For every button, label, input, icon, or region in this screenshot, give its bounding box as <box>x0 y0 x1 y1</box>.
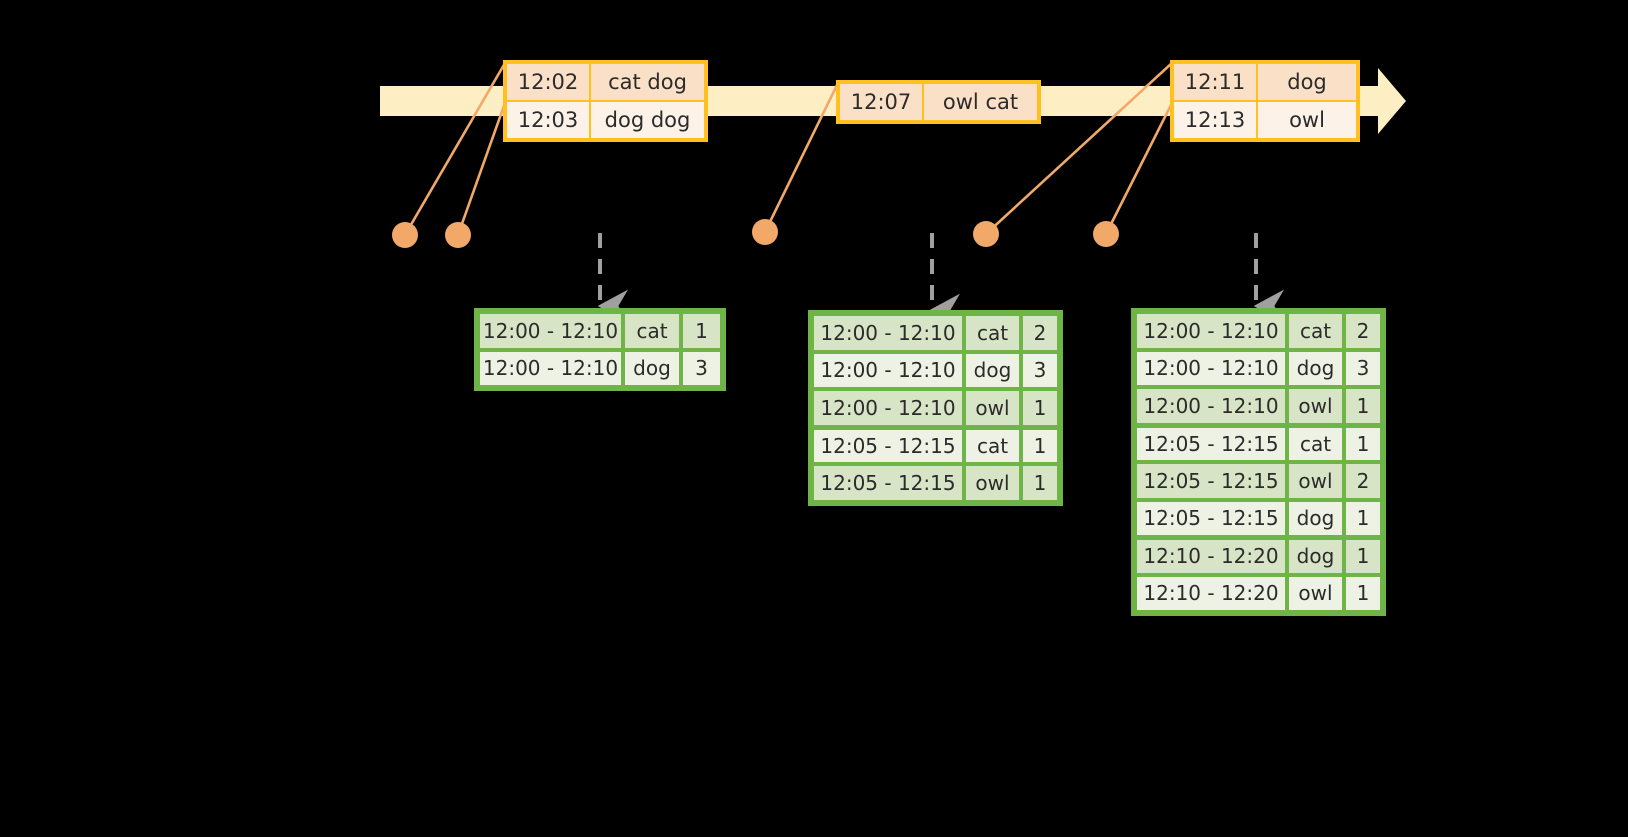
result-window: 12:00 - 12:10 <box>1135 312 1287 350</box>
event-words: owl cat <box>923 83 1038 121</box>
event-time: 12:11 <box>1173 63 1257 101</box>
result-key: cat <box>1287 312 1344 350</box>
result-key: dog <box>964 351 1021 389</box>
result-window: 12:10 - 12:20 <box>1135 537 1287 575</box>
event-time: 12:13 <box>1173 101 1257 139</box>
result-count: 1 <box>1021 426 1059 464</box>
result-count: 1 <box>1344 537 1382 575</box>
result-key: dog <box>1287 349 1344 387</box>
result-count: 1 <box>1344 424 1382 462</box>
result-count: 1 <box>681 312 722 350</box>
result-count: 3 <box>681 349 722 387</box>
result-key: cat <box>964 426 1021 464</box>
result-key: owl <box>964 389 1021 427</box>
event-words: owl <box>1257 101 1357 139</box>
event-words: dog dog <box>590 101 705 139</box>
result-key: cat <box>1287 424 1344 462</box>
result-window: 12:10 - 12:20 <box>1135 574 1287 612</box>
result-window: 12:00 - 12:10 <box>478 312 623 350</box>
event-row: 12:13 owl <box>1173 101 1357 139</box>
event-box-2: 12:07 owl cat <box>836 80 1041 124</box>
result-window: 12:05 - 12:15 <box>812 426 964 464</box>
timeline-arrowhead-icon <box>1378 68 1406 134</box>
result-count: 2 <box>1021 314 1059 352</box>
event-words: cat dog <box>590 63 705 101</box>
result-window: 12:00 - 12:10 <box>812 389 964 427</box>
event-words: dog <box>1257 63 1357 101</box>
result-window: 12:00 - 12:10 <box>1135 349 1287 387</box>
result-window: 12:05 - 12:15 <box>812 464 964 502</box>
event-time: 12:02 <box>506 63 590 101</box>
result-count: 1 <box>1344 574 1382 612</box>
event-connector-line <box>1104 102 1174 235</box>
result-window: 12:05 - 12:15 <box>1135 499 1287 537</box>
result-window: 12:05 - 12:15 <box>1135 462 1287 500</box>
result-count: 3 <box>1021 351 1059 389</box>
event-dot-icon <box>445 222 471 248</box>
result-count: 2 <box>1344 462 1382 500</box>
result-window: 12:05 - 12:15 <box>1135 424 1287 462</box>
event-time: 12:03 <box>506 101 590 139</box>
result-key: cat <box>623 312 681 350</box>
result-count: 3 <box>1344 349 1382 387</box>
event-box-1: 12:02 cat dog 12:03 dog dog <box>503 60 708 142</box>
result-key: owl <box>964 464 1021 502</box>
result-key: owl <box>1287 462 1344 500</box>
result-window: 12:00 - 12:10 <box>812 314 964 352</box>
event-connector-line <box>456 102 507 236</box>
result-key: dog <box>623 349 681 387</box>
result-count: 1 <box>1344 387 1382 425</box>
result-count: 2 <box>1344 312 1382 350</box>
event-dot-icon <box>392 222 418 248</box>
event-row: 12:07 owl cat <box>839 83 1038 121</box>
result-key: cat <box>964 314 1021 352</box>
event-box-3: 12:11 dog 12:13 owl <box>1170 60 1360 142</box>
result-key: dog <box>1287 499 1344 537</box>
event-time: 12:07 <box>839 83 923 121</box>
event-row: 12:02 cat dog <box>506 63 705 101</box>
result-count: 1 <box>1021 464 1059 502</box>
result-window: 12:00 - 12:10 <box>1135 387 1287 425</box>
event-row: 12:11 dog <box>1173 63 1357 101</box>
event-dot-icon <box>973 221 999 247</box>
result-count: 1 <box>1021 389 1059 427</box>
event-row: 12:03 dog dog <box>506 101 705 139</box>
result-window: 12:00 - 12:10 <box>478 349 623 387</box>
result-count: 1 <box>1344 499 1382 537</box>
result-key: dog <box>1287 537 1344 575</box>
event-dot-icon <box>1093 221 1119 247</box>
event-dot-icon <box>752 219 778 245</box>
result-key: owl <box>1287 387 1344 425</box>
result-window: 12:00 - 12:10 <box>812 351 964 389</box>
result-key: owl <box>1287 574 1344 612</box>
